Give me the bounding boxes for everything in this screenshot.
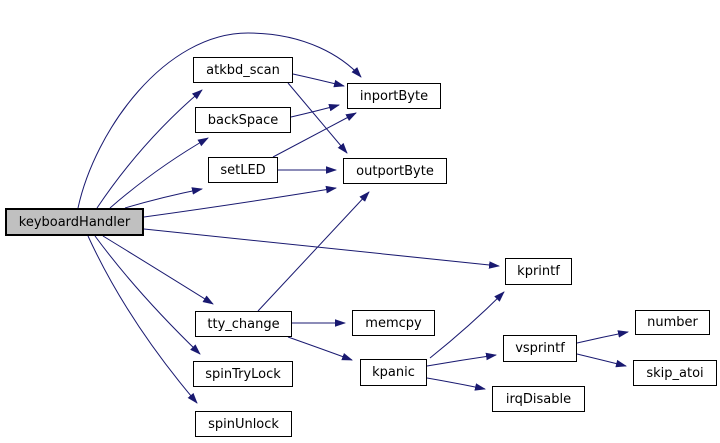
edge-keyboardHandler-backSpace (109, 137, 209, 209)
node-kprintf[interactable]: kprintf (505, 258, 572, 285)
node-label: number (647, 315, 698, 330)
edge-keyboardHandler-atkbd_scan (96, 89, 203, 209)
node-label: tty_change (207, 316, 280, 332)
edge-keyboardHandler-setLED (124, 187, 203, 209)
edge-backSpace-inportByte (290, 103, 340, 118)
node-spinTryLock[interactable]: spinTryLock (193, 361, 293, 387)
node-vsprintf[interactable]: vsprintf (503, 335, 577, 362)
node-inportByte[interactable]: inportByte (347, 83, 441, 109)
node-label: spinTryLock (205, 366, 281, 382)
node-skip_atoi[interactable]: skip_atoi (633, 360, 717, 386)
node-label: irqDisable (505, 391, 572, 407)
node-atkbd_scan[interactable]: atkbd_scan (193, 57, 293, 83)
node-label: keyboardHandler (18, 214, 131, 230)
edge-atkbd_scan-inportByte (292, 73, 345, 88)
node-irqDisable[interactable]: irqDisable (492, 386, 585, 412)
node-label: inportByte (359, 88, 429, 104)
edge-vsprintf-number (576, 330, 629, 344)
node-spinUnlock[interactable]: spinUnlock (195, 411, 292, 437)
node-label: atkbd_scan (206, 62, 280, 78)
node-label: setLED (220, 162, 266, 178)
node-label: skip_atoi (646, 365, 704, 381)
edge-keyboardHandler-spinUnlock (87, 235, 198, 404)
node-label: memcpy (365, 315, 422, 331)
edge-tty_change-outportByte (257, 191, 370, 312)
node-label: kpanic (372, 365, 415, 380)
edge-kpanic-kprintf (429, 291, 505, 359)
node-kpanic[interactable]: kpanic (360, 359, 427, 386)
edge-atkbd_scan-outportByte (287, 82, 348, 154)
node-label: kprintf (517, 264, 560, 279)
edge-setLED-inportByte (272, 112, 357, 158)
edge-keyboardHandler-inportByte (77, 32, 362, 209)
edge-tty_change-kpanic (287, 336, 353, 361)
node-backSpace[interactable]: backSpace (195, 107, 291, 133)
node-memcpy[interactable]: memcpy (352, 310, 435, 336)
node-label: backSpace (207, 112, 279, 128)
node-label: vsprintf (515, 341, 565, 356)
edge-keyboardHandler-kprintf (143, 228, 500, 269)
node-tty_change[interactable]: tty_change (195, 311, 292, 337)
edge-keyboardHandler-spinTryLock (94, 235, 201, 355)
node-label: outportByte (356, 163, 434, 179)
edge-keyboardHandler-outportByte (143, 185, 337, 218)
edge-kpanic-vsprintf (426, 352, 497, 367)
node-keyboardHandler: keyboardHandler (5, 208, 144, 236)
node-number[interactable]: number (635, 310, 710, 335)
edge-keyboardHandler-tty_change (102, 235, 214, 305)
node-outportByte[interactable]: outportByte (343, 158, 447, 184)
edge-vsprintf-skip_atoi (576, 353, 627, 368)
node-setLED[interactable]: setLED (208, 157, 278, 183)
node-label: spinUnlock (208, 416, 279, 432)
edge-kpanic-irqDisable (426, 377, 486, 391)
